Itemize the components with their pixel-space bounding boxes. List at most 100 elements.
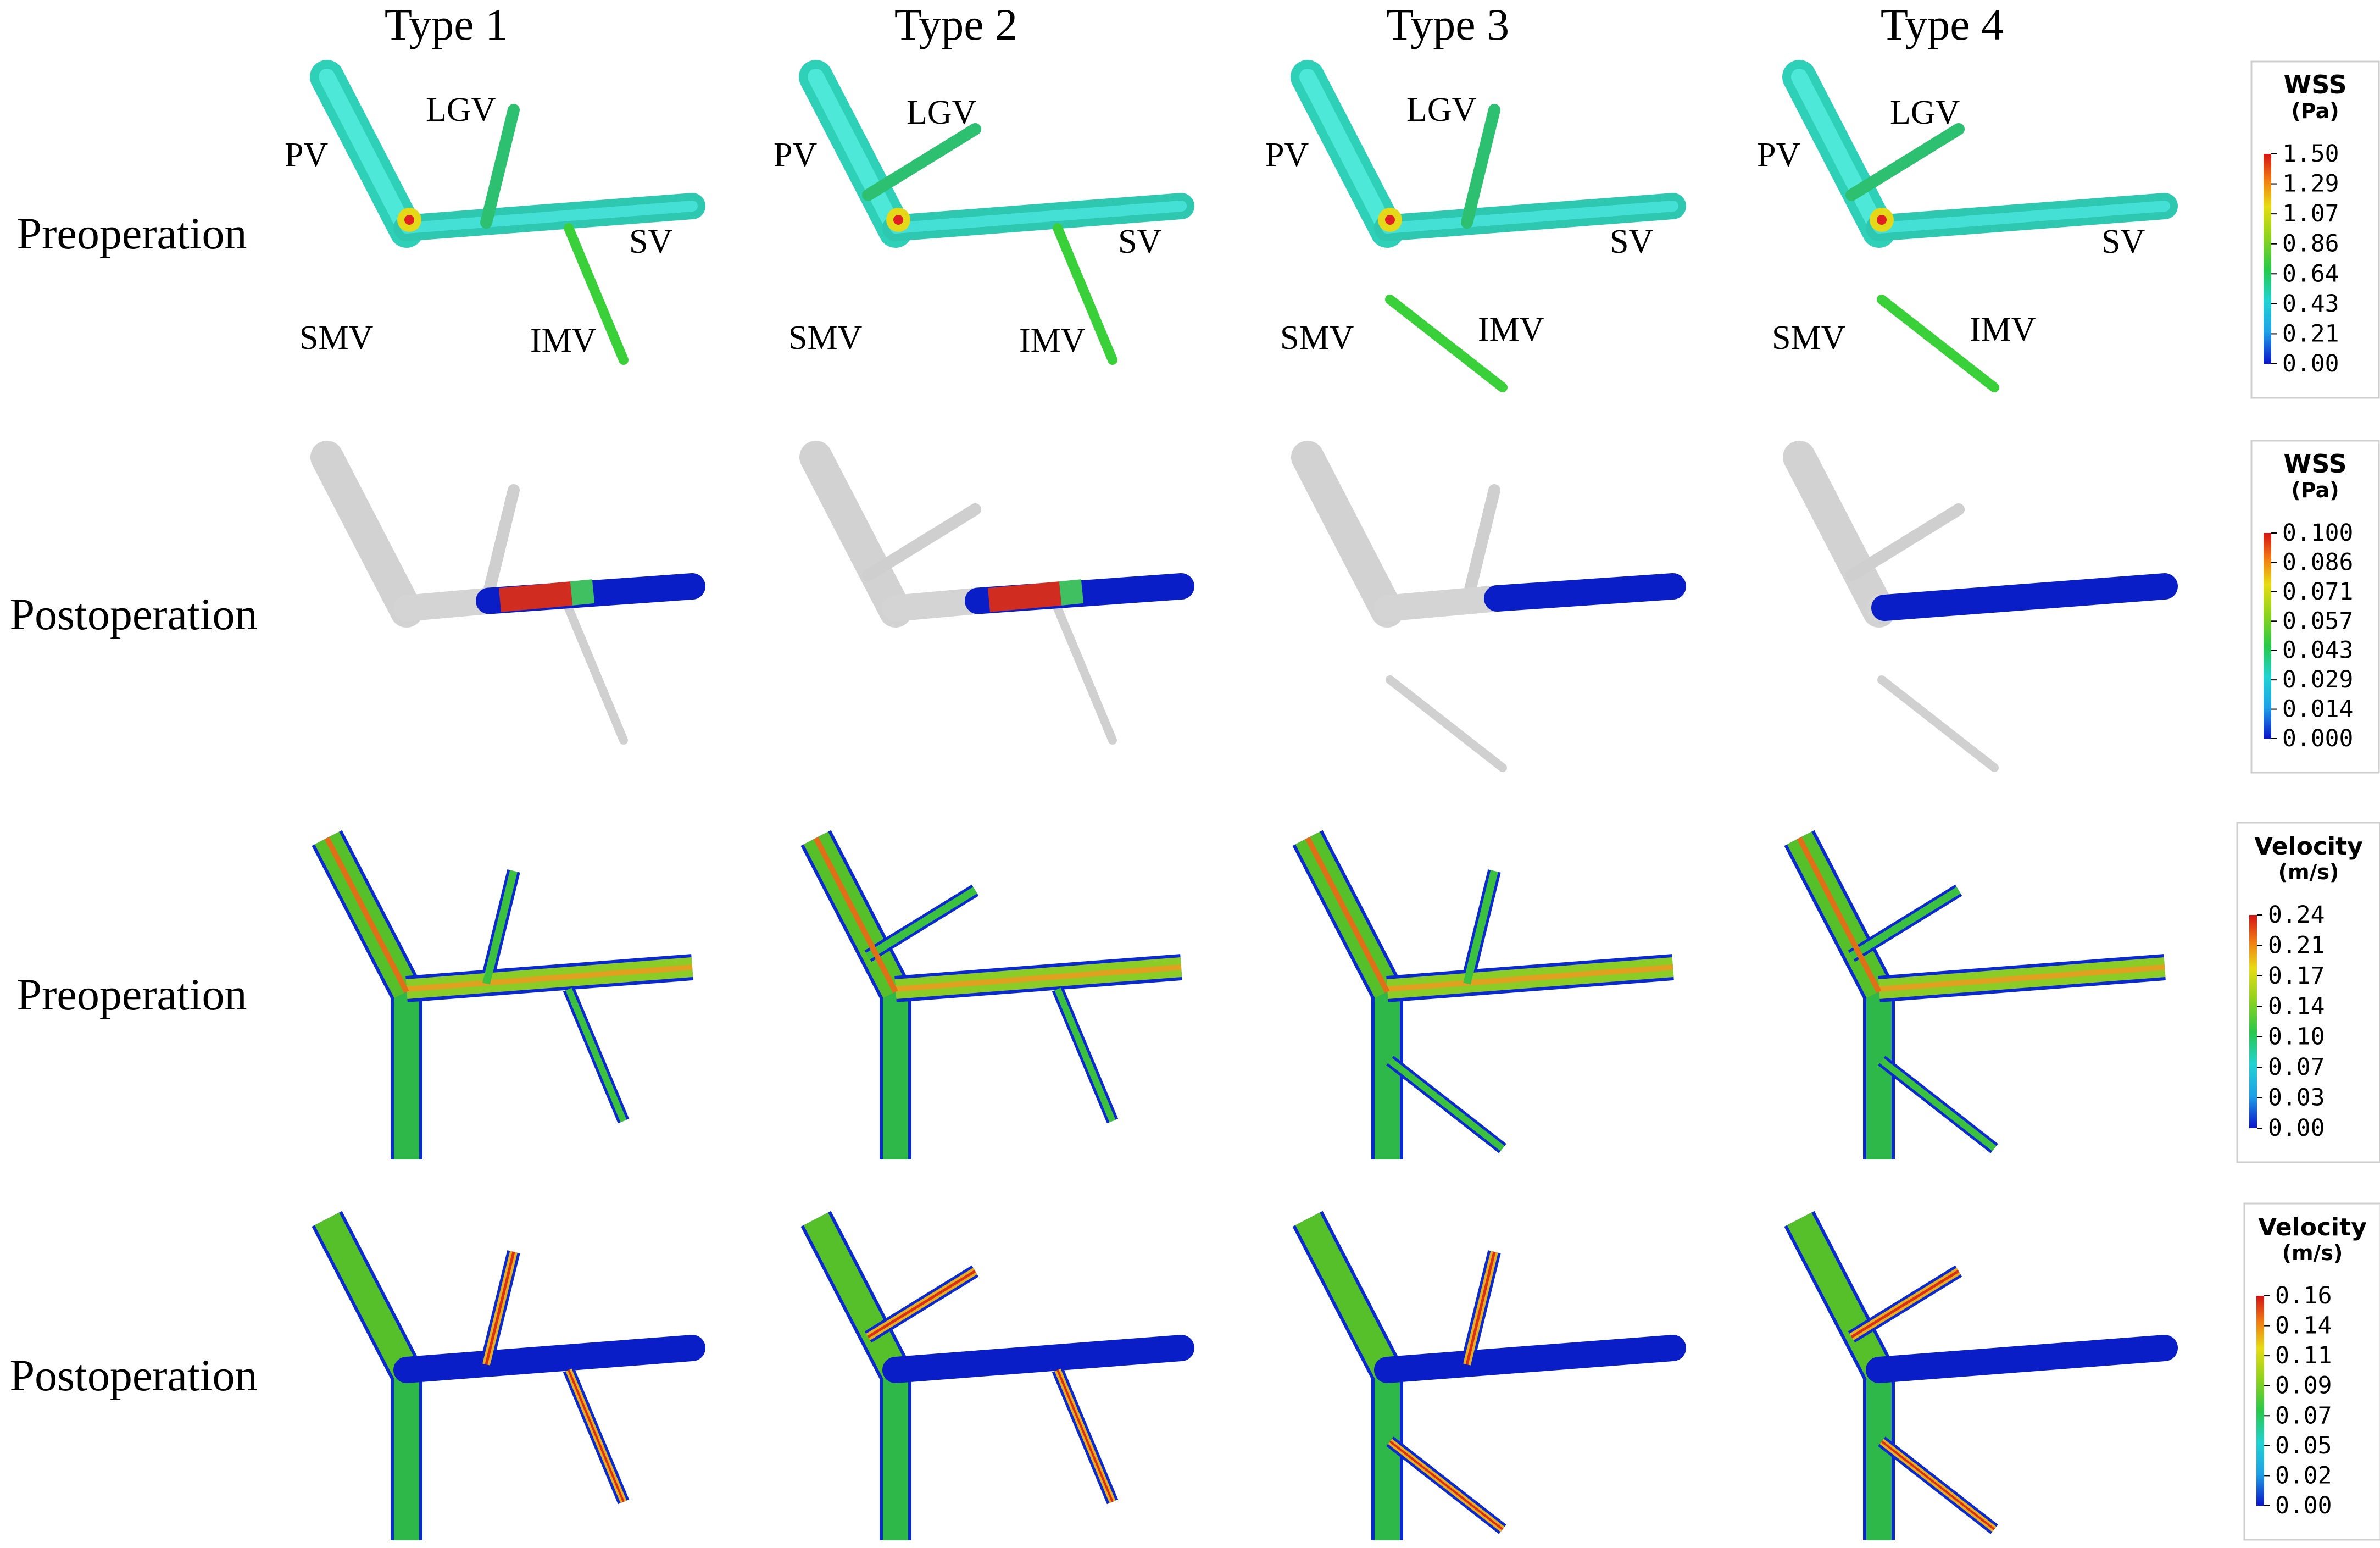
- legend-tick-label: 0.07: [2275, 1402, 2332, 1429]
- legend-tick-label: 1.29: [2282, 170, 2339, 198]
- sv-vessel: [1871, 573, 2178, 622]
- column-titles: Type 1 Type 2 Type 3 Type 4: [385, 0, 2004, 49]
- sv-jet: [895, 964, 1182, 992]
- junction-hotspot-core: [404, 215, 414, 225]
- row-title: Preoperation: [17, 969, 247, 1019]
- pv-highlight: [808, 69, 904, 239]
- vessel-model: [1291, 441, 1686, 779]
- legend-tick-label: 0.043: [2282, 637, 2353, 664]
- pv-jet: [324, 836, 409, 994]
- imv-core: [565, 987, 627, 1123]
- legend-tick-label: 0.057: [2282, 607, 2353, 635]
- legend-tick-label: 0.64: [2282, 260, 2339, 287]
- sv-vessel: [1374, 1335, 1686, 1383]
- legend-tick-label: 0.05: [2275, 1432, 2332, 1460]
- sv-jet: [1878, 964, 2165, 992]
- legend-tick-label: 0.14: [2268, 992, 2325, 1020]
- column-title: Type 1: [385, 0, 508, 49]
- pv-vessel: [1783, 441, 1895, 628]
- imv-jet: [1389, 1440, 1504, 1530]
- vessel-label-pv: PV: [1757, 136, 1800, 174]
- vessel-label-pv: PV: [285, 136, 328, 174]
- legend-tick-label: 1.50: [2282, 140, 2339, 168]
- legend-unit: (Pa): [2291, 99, 2339, 123]
- vessel-label-imv: IMV: [1478, 311, 1544, 348]
- column-title: Type 2: [894, 0, 1017, 49]
- vessel-label-smv: SMV: [1280, 319, 1354, 357]
- pv-core: [803, 1212, 908, 1379]
- legend-tick-label: 1.07: [2282, 200, 2339, 228]
- pv-jet: [1305, 836, 1390, 994]
- wss-transition: [570, 579, 595, 606]
- legend-title: WSS: [2284, 70, 2347, 99]
- lgv-vessel: [862, 503, 981, 581]
- vessel-label-smv: SMV: [299, 319, 374, 357]
- sv-highlight: [1873, 201, 2170, 234]
- imv-core: [1879, 1058, 1997, 1151]
- imv-core: [1054, 987, 1116, 1123]
- wss-transition: [1059, 579, 1084, 606]
- lgv-jet: [485, 1251, 515, 1365]
- sv-proximal: [393, 587, 502, 622]
- imv-vessel: [1053, 223, 1117, 365]
- legend-tick-label: 0.014: [2282, 696, 2353, 723]
- vessel-model: [312, 1211, 705, 1540]
- legend: Velocity(m/s)0.160.140.110.090.070.050.0…: [2243, 1202, 2380, 1541]
- vessel-models: [310, 60, 2178, 1540]
- sv-highlight: [401, 201, 698, 234]
- vessel-model: [800, 830, 1182, 1159]
- vessel-label-smv: SMV: [788, 319, 863, 357]
- vessel-label-sv: SV: [1610, 223, 1653, 260]
- lgv-vessel: [480, 484, 520, 609]
- sv-vessel: [1484, 573, 1686, 612]
- vessel-label-sv: SV: [1118, 223, 1161, 260]
- vessel-model: [800, 1211, 1194, 1540]
- vessel-model: [312, 830, 693, 1159]
- lgv-jet: [1465, 1251, 1496, 1365]
- lgv-vessel: [1845, 123, 1965, 201]
- legend: Velocity(m/s)0.240.210.170.140.100.070.0…: [2236, 822, 2380, 1163]
- pv-jet: [1797, 836, 1882, 994]
- sv-vessel: [1866, 1335, 2178, 1383]
- junction-hotspot-core: [1877, 215, 1887, 225]
- legend-tick-label: 0.00: [2268, 1114, 2325, 1142]
- vessel-label-lgv: LGV: [907, 94, 977, 131]
- legend-unit: (m/s): [2282, 1241, 2343, 1265]
- lgv-jet: [1850, 1269, 1960, 1339]
- pv-highlight: [319, 69, 415, 239]
- legend-tick-label: 0.17: [2268, 962, 2325, 990]
- vessel-label-sv: SV: [629, 223, 672, 260]
- lgv-vessel: [480, 104, 520, 229]
- vessel-label-lgv: LGV: [426, 91, 496, 129]
- imv-vessel: [564, 223, 629, 365]
- vessel-model: [310, 60, 705, 398]
- legend-unit: (Pa): [2291, 478, 2339, 502]
- pv-vessel: [310, 441, 423, 628]
- vessel-label-imv: IMV: [530, 322, 597, 359]
- lgv-core: [866, 887, 977, 959]
- pv-core: [1787, 1212, 1892, 1379]
- pv-highlight: [1791, 69, 1887, 239]
- sv-vessel: [393, 1335, 705, 1383]
- imv-core: [1388, 1058, 1505, 1151]
- legend-tick-label: 0.11: [2275, 1342, 2332, 1369]
- legend-tick-label: 0.000: [2282, 725, 2353, 752]
- sv-jet: [406, 964, 693, 992]
- imv-vessel: [564, 604, 628, 745]
- vessel-label-pv: PV: [774, 136, 817, 174]
- legend-tick-label: 0.07: [2268, 1053, 2325, 1081]
- legend-tick-label: 0.43: [2282, 290, 2339, 318]
- pv-core: [314, 1212, 419, 1379]
- lgv-core: [482, 870, 518, 985]
- lgv-vessel: [1461, 104, 1500, 229]
- vessel-model: [1292, 830, 1674, 1159]
- legend-tick-label: 0.09: [2275, 1372, 2332, 1400]
- wss-hotspot: [987, 581, 1062, 612]
- legend-box: [2250, 440, 2380, 774]
- row-title: Postoperation: [10, 589, 258, 639]
- legend-tick-label: 0.029: [2282, 666, 2353, 693]
- column-title: Type 4: [1881, 0, 2004, 49]
- sv-proximal: [882, 587, 991, 622]
